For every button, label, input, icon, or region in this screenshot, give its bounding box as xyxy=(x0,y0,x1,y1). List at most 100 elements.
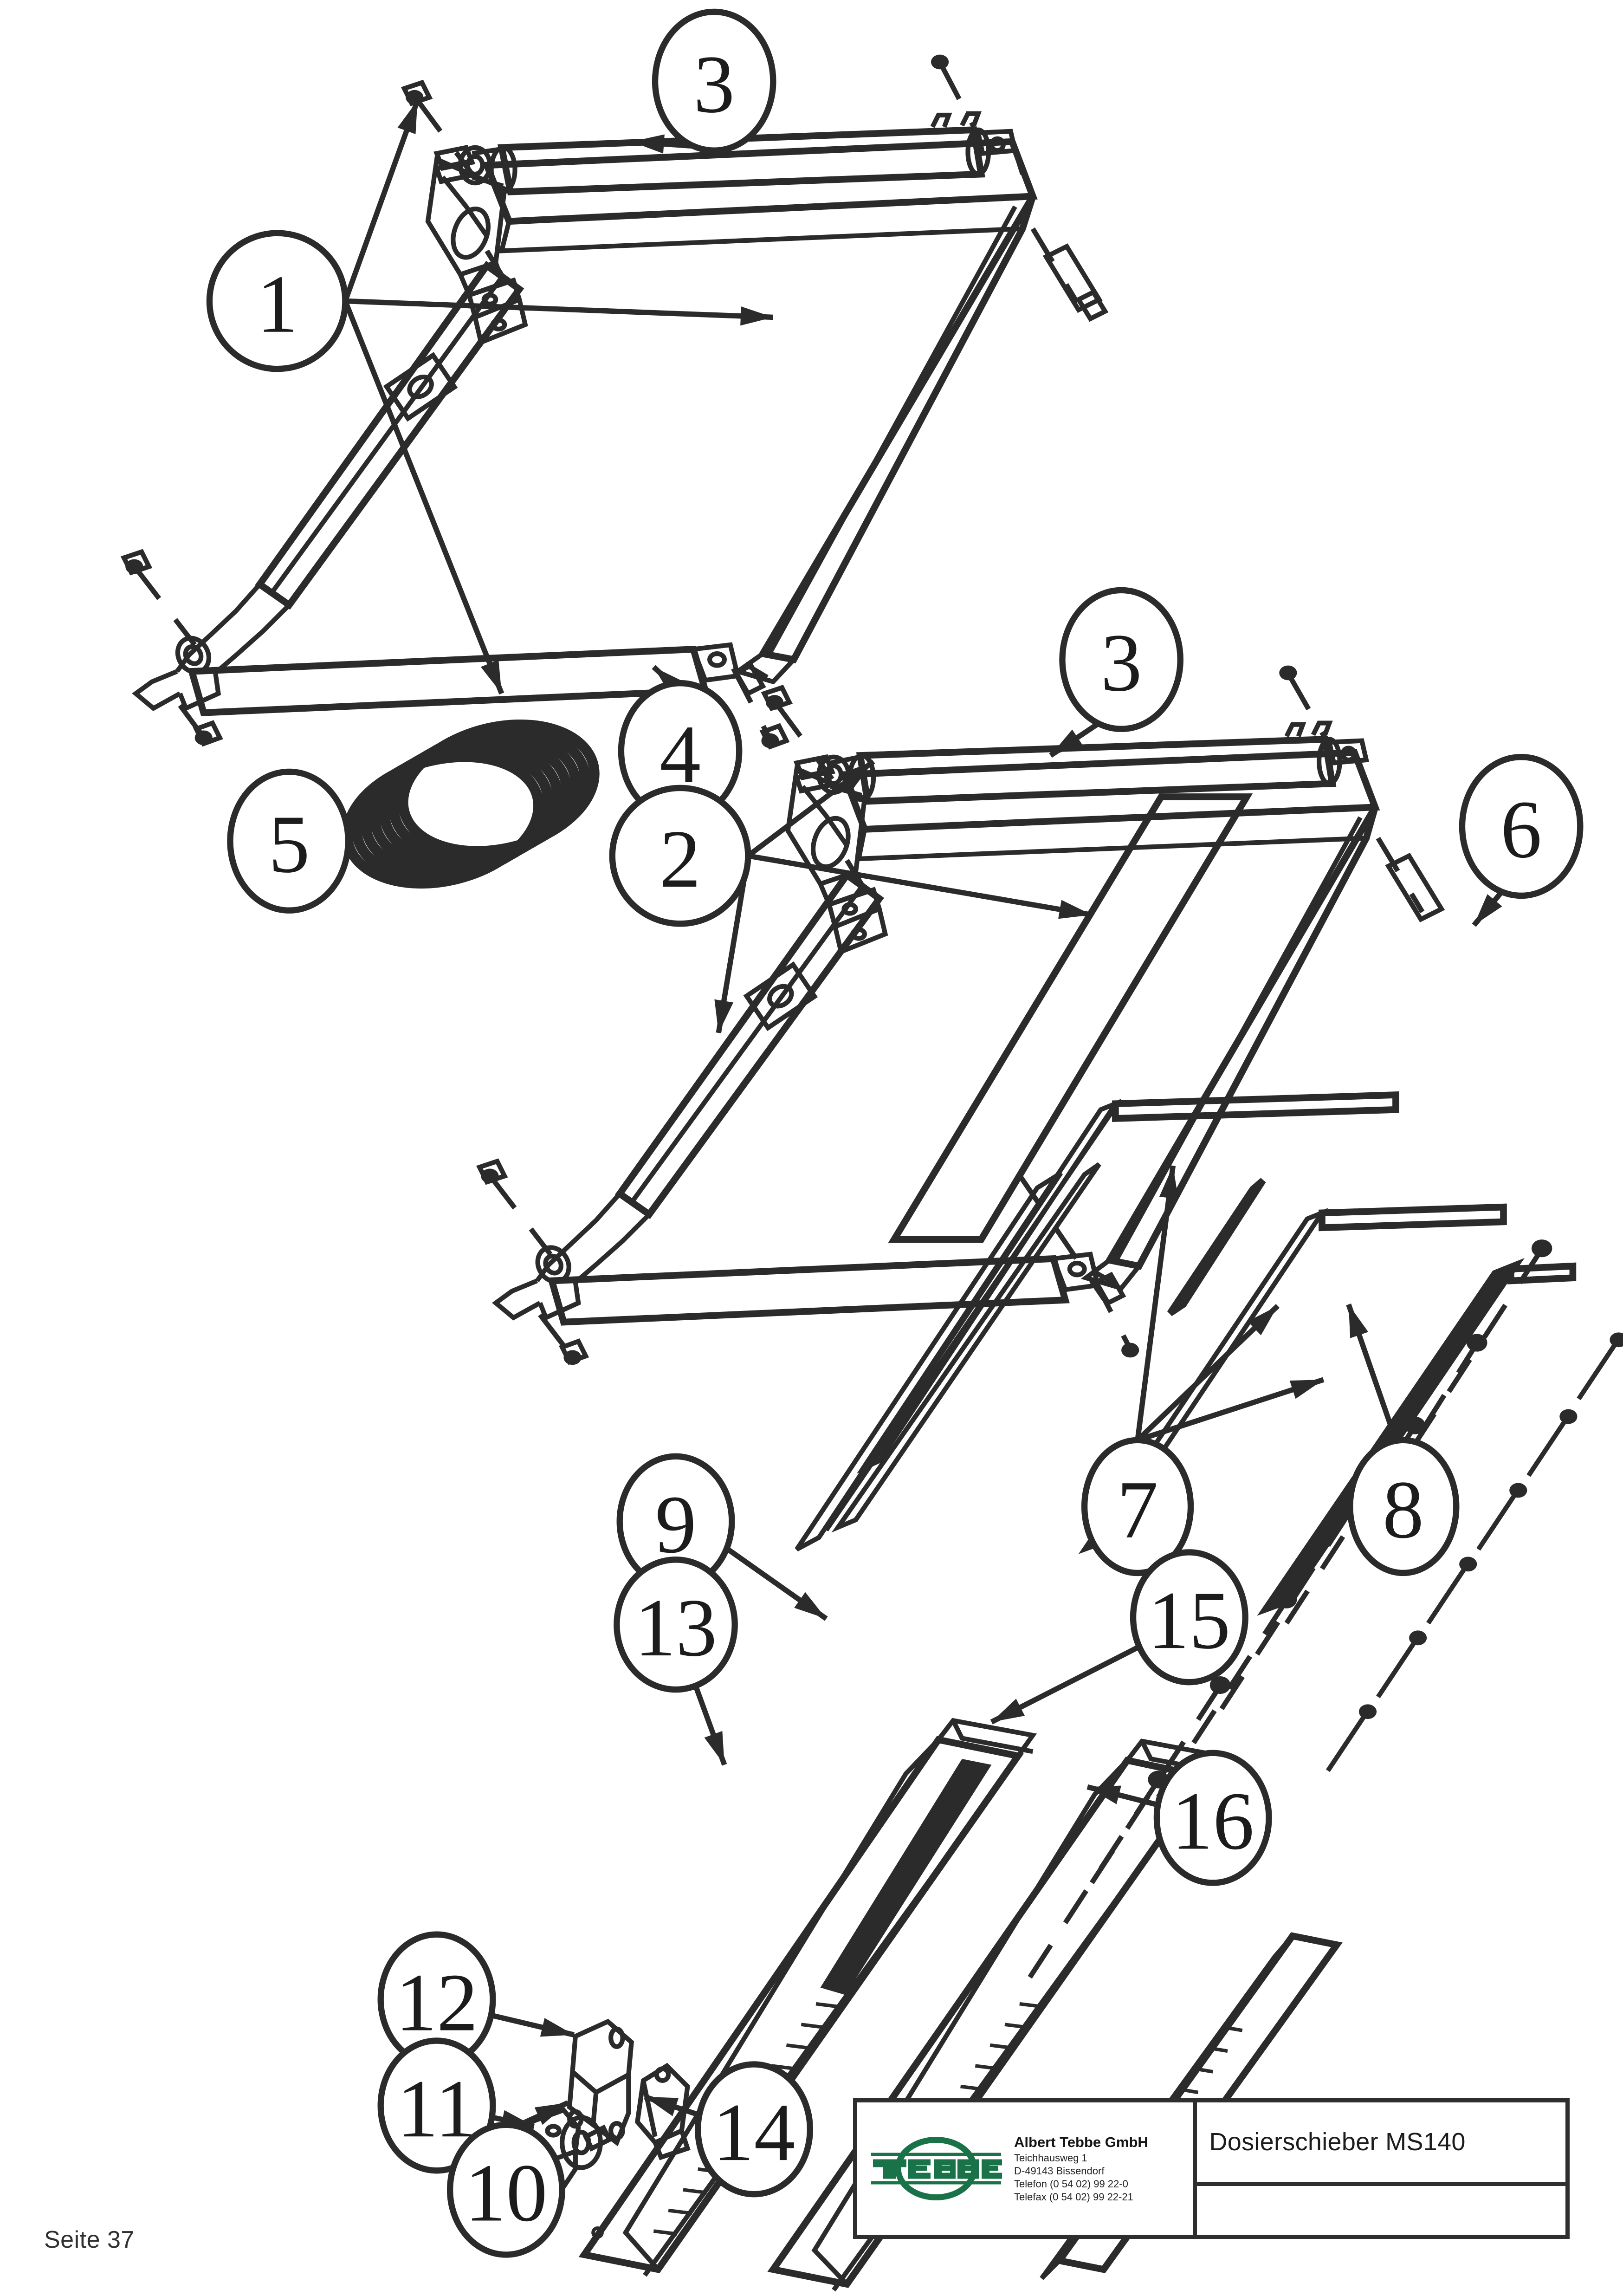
company-phone: Telefon (0 54 02) 99 22-0 xyxy=(1014,2178,1128,2190)
callout-arrowhead xyxy=(540,2018,574,2037)
callout-arrowhead xyxy=(397,100,418,134)
drawing-title-row: Dosierschieber MS140 xyxy=(1197,2102,1565,2186)
callout-arrowhead xyxy=(1087,1785,1121,1804)
lower-left-elbow xyxy=(491,1192,651,1321)
callout-arrowhead xyxy=(631,134,665,154)
part-14-wedge xyxy=(635,2063,691,2160)
callout-7: 7 xyxy=(1081,1165,1325,1576)
callout-arrowhead xyxy=(1058,900,1092,919)
callout-leader xyxy=(343,99,420,302)
callout-leader xyxy=(345,298,774,320)
callout-balloon xyxy=(206,230,349,372)
callout-number: 9 xyxy=(655,1479,697,1570)
callout-balloon xyxy=(1130,1549,1248,1686)
callout-arrowhead xyxy=(1348,1304,1369,1338)
callout-number: 3 xyxy=(693,38,735,130)
callout-5: 5 xyxy=(227,768,403,914)
callout-arrowhead xyxy=(991,1699,1025,1722)
callout-balloon xyxy=(377,2037,496,2174)
callout-8: 8 xyxy=(1346,1304,1460,1576)
callout-number: 5 xyxy=(269,798,310,890)
drawing-title: Dosierschieber MS140 xyxy=(1209,2128,1466,2156)
callout-arrowhead xyxy=(1050,729,1083,756)
upper-frame-assembly xyxy=(120,54,1109,750)
callout-number: 3 xyxy=(1101,616,1142,708)
callout-arrowhead xyxy=(645,2096,679,2116)
callout-number: 2 xyxy=(660,813,701,905)
callout-balloon xyxy=(614,1557,738,1693)
callout-15: 15 xyxy=(990,1549,1248,1725)
callout-balloon xyxy=(227,768,351,914)
upper-fasteners xyxy=(120,54,1109,750)
callout-number: 13 xyxy=(634,1582,717,1673)
callout-leader xyxy=(343,300,504,695)
company-fax: Telefax (0 54 02) 99 22-21 xyxy=(1014,2191,1133,2203)
callout-number: 10 xyxy=(465,2147,547,2239)
callout-balloon xyxy=(1347,1437,1460,1576)
callout-number: 4 xyxy=(660,708,701,800)
callout-arrowhead xyxy=(1474,894,1502,926)
company-street: Teichhausweg 1 xyxy=(1014,2152,1087,2164)
callout-1: 1 xyxy=(206,99,774,695)
callout-balloon xyxy=(1081,1437,1194,1576)
callout-balloon xyxy=(1153,1750,1272,1886)
callout-arrowhead xyxy=(368,794,401,818)
callout-number: 8 xyxy=(1383,1464,1424,1556)
page-number: Seite 37 xyxy=(44,2226,135,2253)
callout-3: 3 xyxy=(631,8,776,154)
callout-number: 11 xyxy=(397,2063,476,2154)
callout-arrowhead xyxy=(534,2102,568,2125)
side-plate-left xyxy=(831,1162,1266,1533)
callout-leader xyxy=(747,853,1093,918)
callout-14: 14 xyxy=(644,2061,813,2198)
callout-number: 15 xyxy=(1148,1574,1230,1666)
callout-10: 10 xyxy=(446,2100,569,2258)
panel-bolts xyxy=(1028,1239,1623,1979)
callout-arrowhead xyxy=(794,1592,827,1619)
callout-arrowhead xyxy=(704,1731,724,1765)
callout-arrowhead xyxy=(740,306,773,326)
callout-balloon xyxy=(1459,753,1584,899)
callout-13: 13 xyxy=(614,1557,738,1766)
callout-arrowhead xyxy=(1248,1306,1278,1336)
callout-balloon xyxy=(446,2121,565,2258)
part-10-washer xyxy=(560,2115,603,2170)
callout-11: 11 xyxy=(377,2037,535,2174)
callout-balloon xyxy=(652,8,776,154)
callout-16: 16 xyxy=(1086,1750,1272,1886)
callout-leader xyxy=(1137,1377,1325,1443)
lower-fasteners xyxy=(476,665,1445,1367)
title-block-title-cell: Dosierschieber MS140 xyxy=(1197,2102,1565,2235)
callout-leader xyxy=(1135,1165,1176,1441)
callout-arrowhead xyxy=(480,660,502,694)
callout-2: 2 xyxy=(609,759,1093,1034)
callout-arrowhead xyxy=(841,761,874,789)
callout-number: 16 xyxy=(1171,1775,1254,1867)
diagonal-lug-upper xyxy=(383,352,458,422)
company-name: Albert Tebbe GmbH xyxy=(1014,2134,1148,2151)
callout-number: 1 xyxy=(257,258,298,350)
callout-arrowhead xyxy=(714,999,734,1033)
callout-12: 12 xyxy=(377,1931,575,2068)
callout-number: 6 xyxy=(1500,783,1542,875)
title-block-company-cell: Albert Tebbe GmbH Teichhausweg 1 D-49143… xyxy=(857,2102,1197,2235)
callout-3: 3 xyxy=(1049,587,1183,758)
callout-arrowhead xyxy=(1159,1166,1178,1200)
callout-9: 9 xyxy=(616,1453,828,1621)
company-address: Albert Tebbe GmbH Teichhausweg 1 D-49143… xyxy=(1010,2133,1148,2204)
upper-left-elbow xyxy=(132,583,291,712)
company-city: D-49143 Bissendorf xyxy=(1014,2165,1105,2177)
lower-frame-assembly xyxy=(476,665,1445,1367)
callout-balloon xyxy=(1059,587,1183,732)
tebbe-logo xyxy=(862,2105,1010,2232)
callout-6: 6 xyxy=(1459,753,1584,927)
drawing-subtitle-row xyxy=(1197,2186,1565,2235)
callout-number: 7 xyxy=(1117,1464,1158,1556)
callout-arrowhead xyxy=(1289,1380,1324,1399)
callout-number: 12 xyxy=(395,1956,478,2048)
title-block: Albert Tebbe GmbH Teichhausweg 1 D-49143… xyxy=(853,2098,1570,2239)
callout-balloon xyxy=(609,785,751,927)
